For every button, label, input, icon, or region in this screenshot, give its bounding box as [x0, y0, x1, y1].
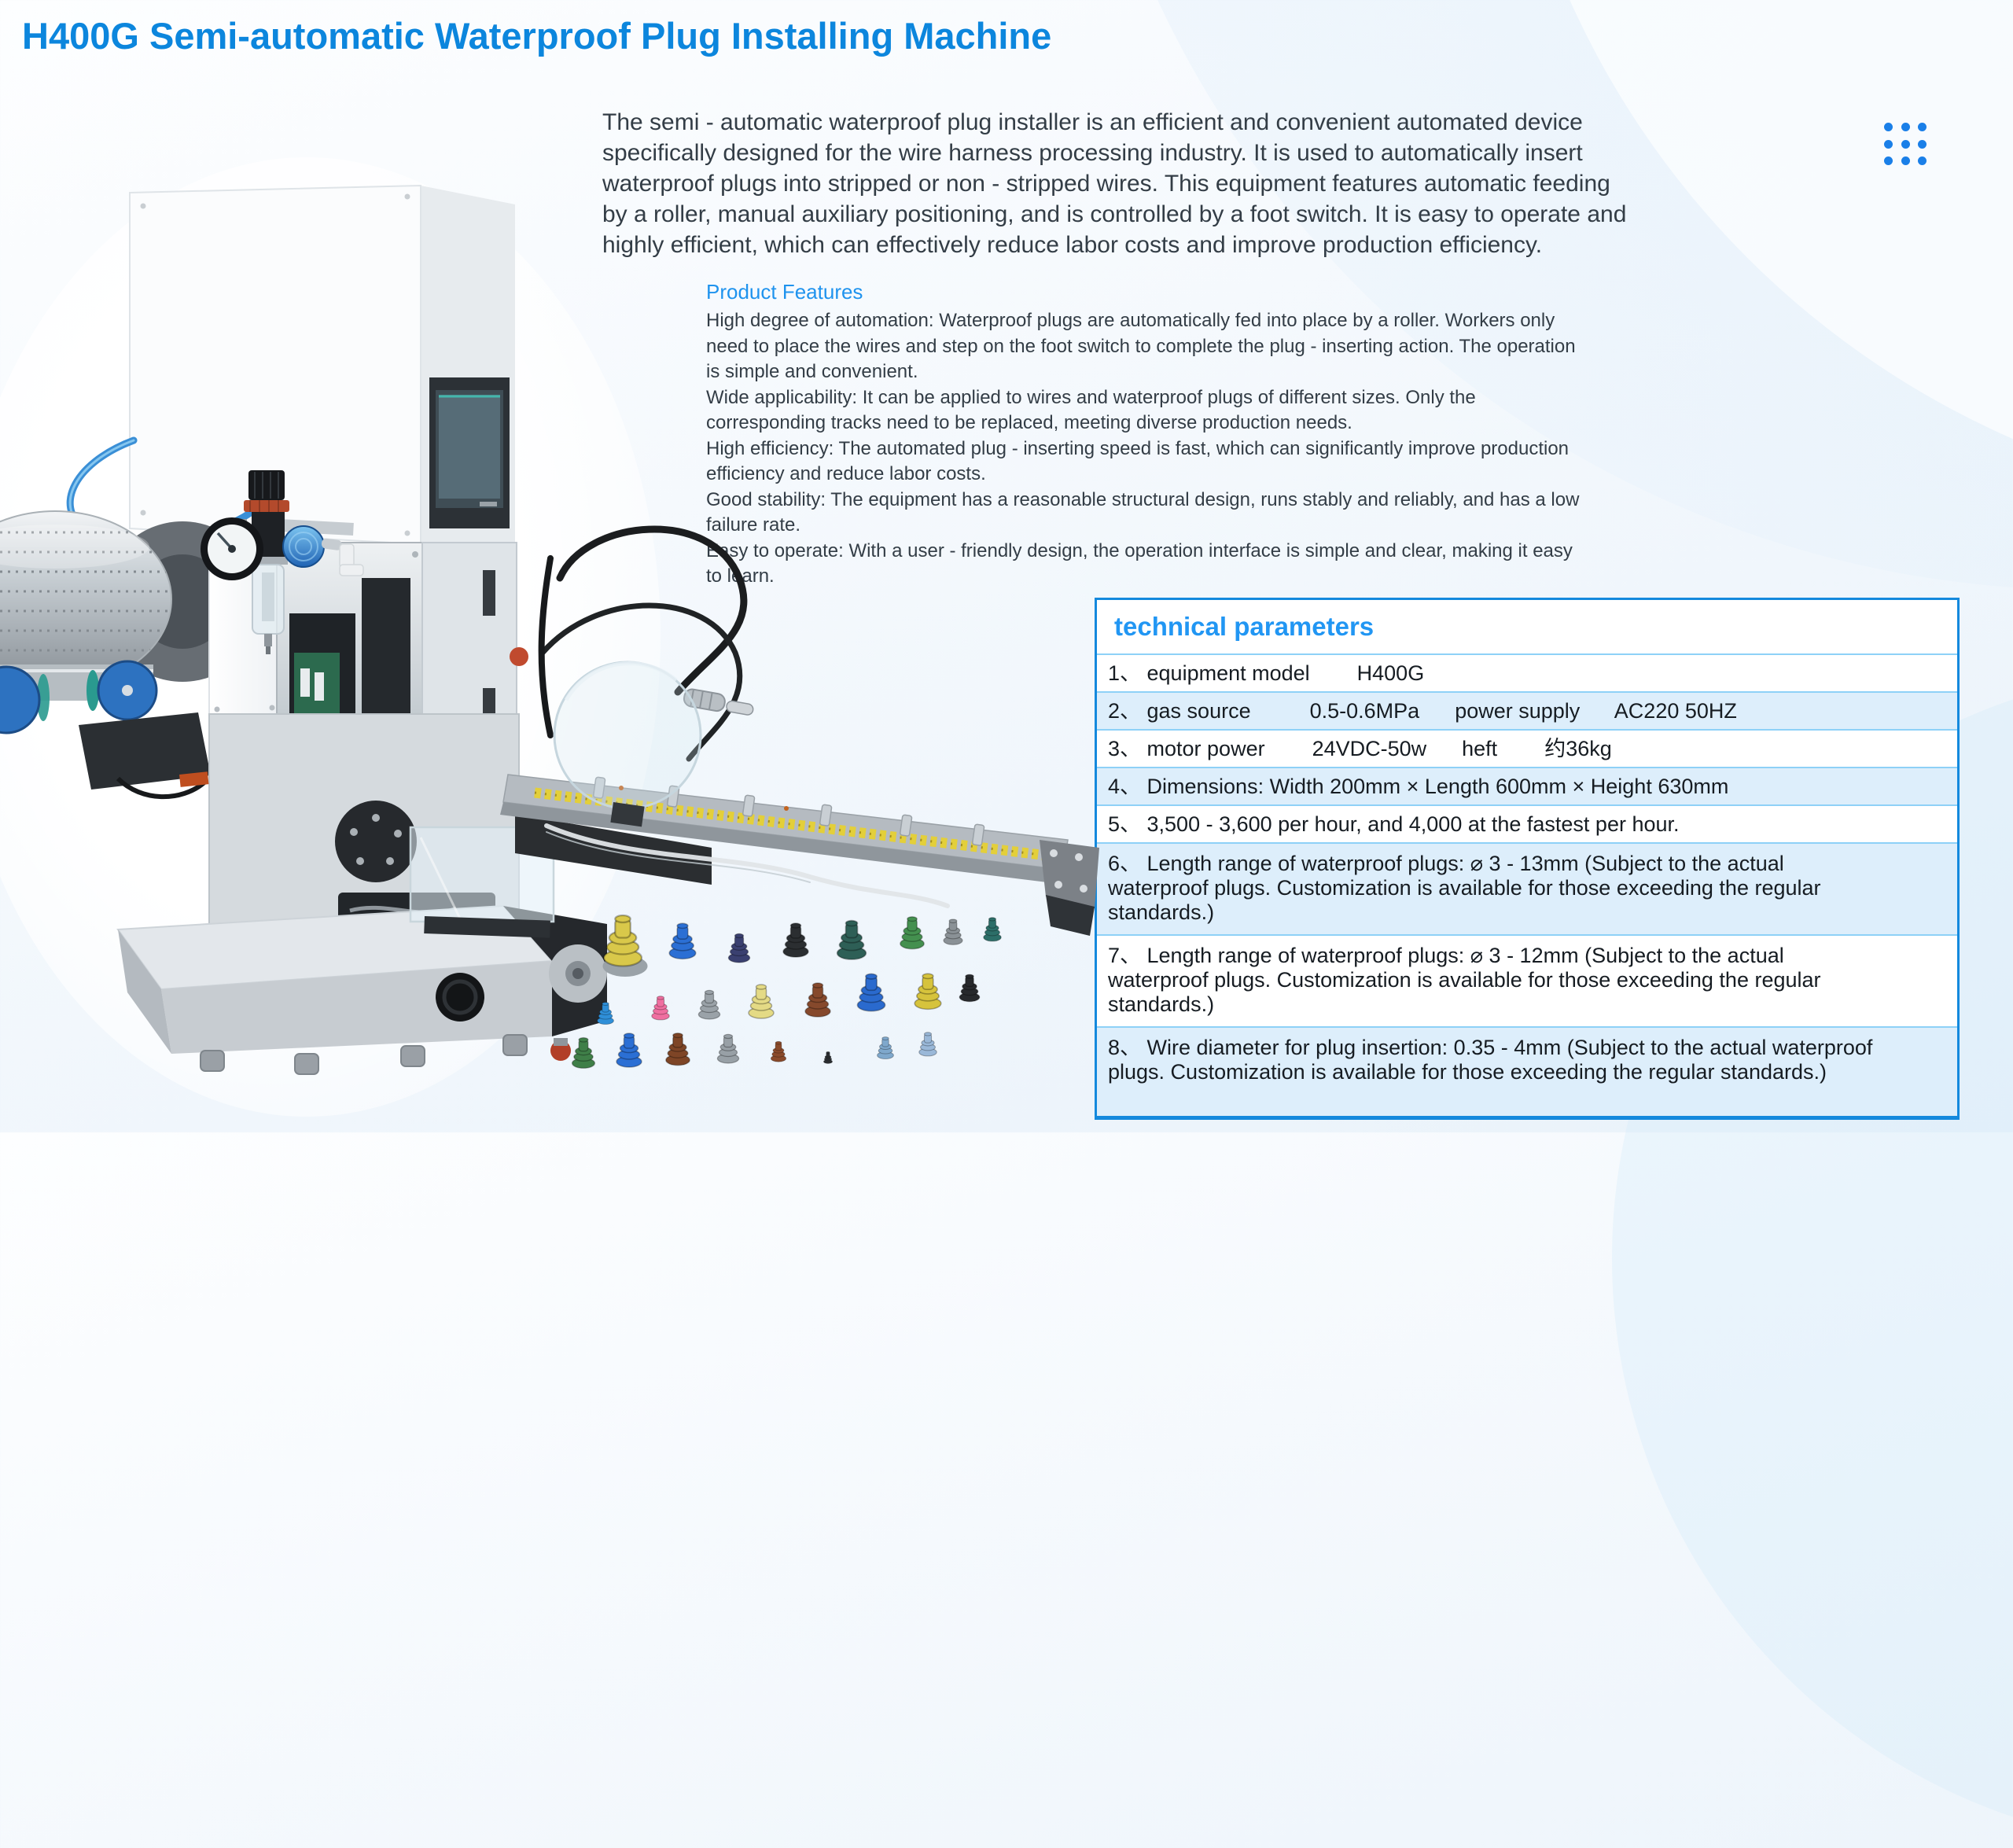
dot-icon: [1884, 156, 1893, 165]
page-title: H400G Semi-automatic Waterproof Plug Ins…: [22, 15, 1052, 57]
dot-icon: [1918, 156, 1927, 165]
cabinet: [129, 184, 515, 552]
dots-decoration: [1884, 123, 1927, 165]
hmi-screen: [429, 377, 510, 528]
dot-icon: [1918, 139, 1927, 149]
waterproof-plug: [770, 1040, 787, 1062]
table-row: 6、 Length range of waterproof plugs: ⌀ 3…: [1097, 842, 1957, 934]
waterproof-plug: [665, 1033, 690, 1066]
waterproof-plug: [616, 1033, 642, 1068]
waterproof-plug: [782, 922, 809, 958]
waterproof-plug: [602, 914, 648, 977]
waterproof-plug: [836, 919, 867, 960]
plug-seals: [571, 914, 1002, 1069]
pressure-gauge: [201, 517, 263, 580]
waterproof-plug: [877, 1036, 894, 1060]
table-title: technical parameters: [1114, 612, 1375, 641]
dot-icon: [1901, 139, 1910, 149]
dot-icon: [1901, 123, 1910, 131]
waterproof-plug: [697, 989, 721, 1020]
waterproof-plug: [668, 922, 697, 960]
waterproof-plug: [914, 973, 942, 1011]
waterproof-plug: [748, 984, 775, 1019]
features-heading: Product Features: [706, 280, 863, 304]
waterproof-plug: [943, 918, 963, 945]
waterproof-plug: [856, 973, 886, 1012]
table-row: 8、 Wire diameter for plug insertion: 0.3…: [1097, 1026, 1957, 1116]
waterproof-plug: [983, 917, 1002, 942]
waterproof-plug: [727, 933, 751, 963]
dot-icon: [1884, 139, 1893, 149]
table-row: 1、 equipment model H400G: [1097, 653, 1957, 691]
waterproof-plug: [571, 1036, 596, 1069]
table-row: 5、 3,500 - 3,600 per hour, and 4,000 at …: [1097, 804, 1957, 842]
waterproof-plug: [651, 996, 670, 1021]
waterproof-plug: [804, 982, 831, 1018]
technical-parameters-table: technical parameters 1、 equipment model …: [1095, 598, 1960, 1120]
dot-icon: [1884, 123, 1893, 131]
dot-icon: [1918, 123, 1927, 131]
waterproof-plug: [918, 1032, 937, 1057]
table-row: 7、 Length range of waterproof plugs: ⌀ 3…: [1097, 934, 1957, 1026]
table-row: 3、 motor power 24VDC-50w heft 约36kg: [1097, 729, 1957, 767]
waterproof-plug: [900, 916, 925, 950]
table-row: 4、 Dimensions: Width 200mm × Length 600m…: [1097, 767, 1957, 804]
waterproof-plug: [959, 974, 981, 1003]
waterproof-plug: [716, 1033, 740, 1064]
dot-icon: [1901, 156, 1910, 165]
table-row: 2、 gas source 0.5-0.6MPa power supply AC…: [1097, 691, 1957, 729]
machine-photo: [0, 149, 1156, 1132]
waterproof-plug: [823, 1051, 833, 1064]
